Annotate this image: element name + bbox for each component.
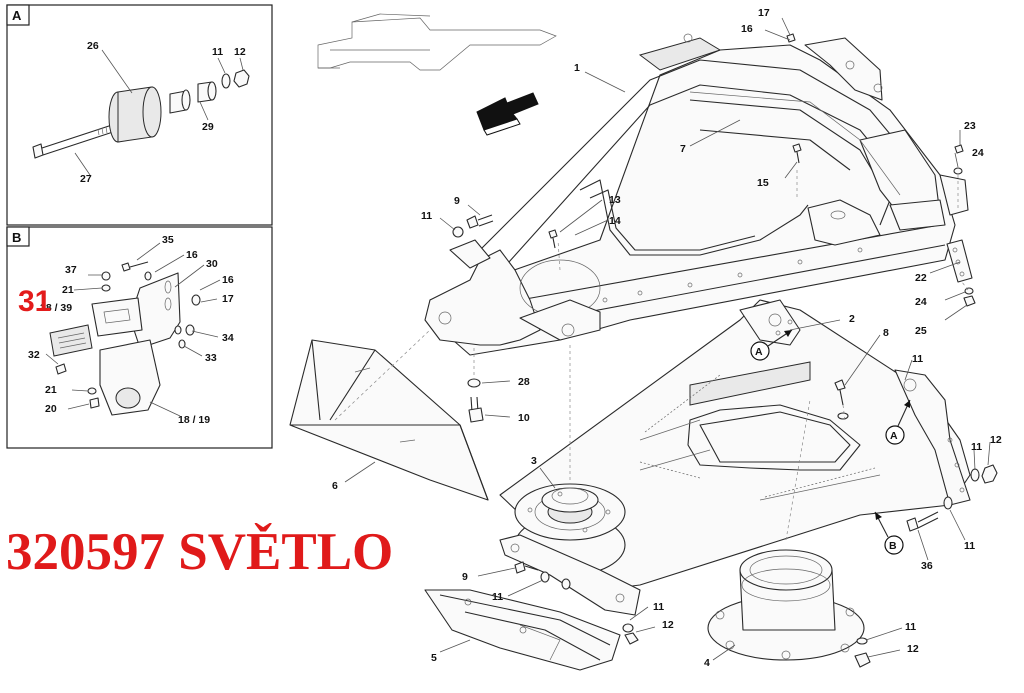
bolt-20: [89, 397, 100, 409]
bolt-head: [32, 143, 44, 159]
callout-6: 6: [332, 480, 338, 492]
frame-1: [424, 33, 973, 356]
panel-a-label: A: [12, 8, 22, 23]
callout-8: 8: [883, 327, 889, 339]
slotted-plate: [91, 297, 143, 337]
bearing-housing-4: [707, 549, 871, 668]
callout-11a: 11: [421, 210, 432, 222]
detail-marker-a2-label: A: [890, 430, 898, 442]
panel-b-label: B: [12, 230, 21, 245]
callout-4: 4: [704, 657, 710, 669]
callout-16b: 16: [222, 274, 234, 286]
callout-35: 35: [162, 234, 174, 246]
callout-21a: 21: [62, 284, 74, 296]
callout-15: 15: [757, 177, 769, 189]
highlight-callout-31: 31: [18, 285, 51, 318]
callout-28: 28: [518, 376, 530, 388]
callout-16-main: 16: [741, 23, 753, 35]
frame-fasteners: [452, 33, 976, 307]
bolt-shank: [41, 123, 117, 156]
rubber-bushing-front: [142, 86, 162, 138]
alignment-lines: [334, 170, 969, 541]
callout-24a: 24: [972, 147, 984, 159]
callout-11b: 11: [912, 353, 923, 365]
main-exploded-view: A A B 17 16 1 7 23 24 15 9 13 11 14 22 2…: [289, 7, 1002, 671]
callout-11: 11: [212, 46, 223, 58]
callout-21b: 21: [45, 384, 57, 396]
callout-1: 1: [574, 62, 580, 74]
callout-9b: 9: [462, 571, 468, 583]
callout-3: 3: [531, 455, 537, 467]
detail-marker-a2: A: [885, 399, 911, 445]
detail-panel-a: A 26 11 12 29 27: [6, 4, 273, 226]
part-number-stamp: 320597 SVĚTLO: [6, 523, 393, 581]
callout-23: 23: [964, 120, 976, 132]
callout-26: 26: [87, 40, 99, 52]
callout-17: 17: [222, 293, 234, 305]
callout-11d: 11: [964, 540, 975, 552]
screw-32: [55, 363, 67, 375]
callout-11c: 11: [971, 441, 982, 453]
detail-marker-b-label: B: [889, 540, 897, 552]
callout-38-39: 38 / 39: [40, 302, 72, 314]
callout-16a: 16: [186, 249, 198, 261]
callout-12a: 12: [990, 434, 1002, 446]
nut-12: [233, 69, 250, 88]
callout-36: 36: [921, 560, 933, 572]
callout-14: 14: [609, 215, 621, 227]
callout-18-19: 18 / 19: [178, 414, 210, 426]
callout-29: 29: [202, 121, 214, 133]
cover-6: [289, 339, 489, 501]
guard-5: [424, 589, 621, 671]
callout-17-main: 17: [758, 7, 770, 19]
callout-27: 27: [80, 173, 92, 185]
callout-11g: 11: [905, 621, 916, 633]
mount-block-18-19: [99, 339, 161, 416]
callout-34: 34: [222, 332, 234, 344]
callout-12c: 12: [907, 643, 919, 655]
callout-11f: 11: [653, 601, 664, 613]
bolt-10: [467, 378, 484, 423]
bolt-35: [121, 262, 131, 272]
callout-33: 33: [205, 352, 217, 364]
callout-5: 5: [431, 652, 437, 664]
callout-12b: 12: [662, 619, 674, 631]
detail-marker-b: B: [874, 511, 904, 555]
callout-32: 32: [28, 349, 40, 361]
callout-9a: 9: [454, 195, 460, 207]
callout-24b: 24: [915, 296, 927, 308]
detail-marker-a1-label: A: [755, 346, 763, 358]
callout-37: 37: [65, 264, 77, 276]
callout-10: 10: [518, 412, 530, 424]
machine-silhouette: [317, 13, 557, 71]
callout-11e: 11: [492, 591, 503, 603]
callout-13: 13: [609, 194, 621, 206]
hub-bracket: [499, 534, 641, 645]
callout-30: 30: [206, 258, 218, 270]
bolt-thread: [97, 125, 112, 136]
main-leader-lines: [344, 17, 991, 661]
detail-panel-b: B 35 16 30 37 16 21 17 38 / 39: [6, 226, 273, 449]
washer-11: [221, 73, 231, 89]
callout-25: 25: [915, 325, 927, 337]
callout-2: 2: [849, 313, 855, 325]
callout-22: 22: [915, 272, 927, 284]
detail-marker-a1: A: [750, 329, 793, 361]
callout-12: 12: [234, 46, 246, 58]
callout-20: 20: [45, 403, 57, 415]
nut-37: [101, 271, 111, 281]
callout-7: 7: [680, 143, 686, 155]
